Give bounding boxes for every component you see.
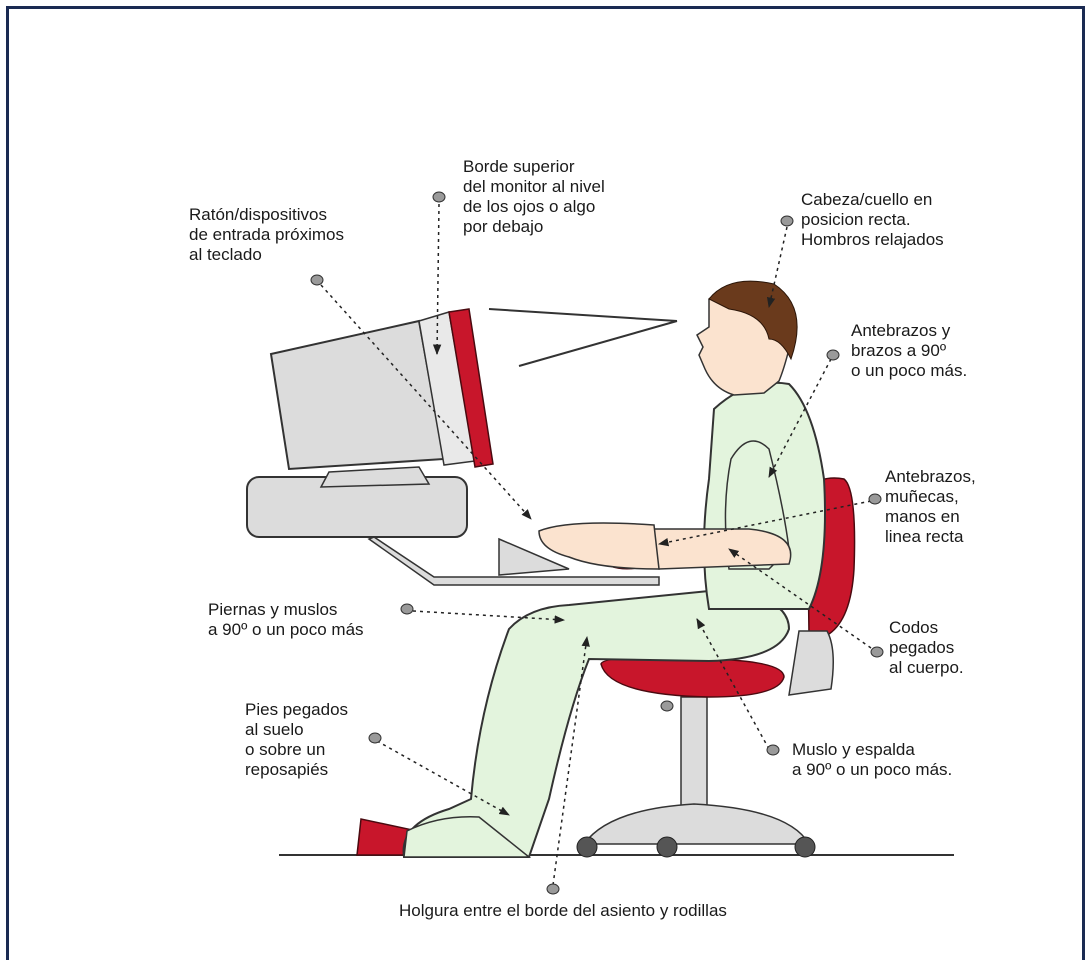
bullet-dot-icon [433, 192, 445, 202]
label-input-devices: Ratón/dispositivos de entrada próximos a… [189, 205, 344, 265]
bullet-dot-icon [311, 275, 323, 285]
bullet-dot-icon [781, 216, 793, 226]
monitor-stand [321, 467, 429, 487]
label-legs-angle: Piernas y muslos a 90º o un poco más [208, 600, 364, 640]
bullet-dot-icon [767, 745, 779, 755]
person-forearm [649, 529, 791, 569]
bullet-dot-icon [871, 647, 883, 657]
label-thigh-back: Muslo y espalda a 90º o un poco más. [792, 740, 952, 780]
monitor-body [271, 321, 444, 469]
label-head-neck: Cabeza/cuello en posicion recta. Hombros… [801, 190, 944, 250]
label-feet: Pies pegados al suelo o sobre un reposap… [245, 700, 348, 780]
bullet-dot-icon [869, 494, 881, 504]
sight-line-bottom [519, 321, 677, 366]
label-wrists: Antebrazos, muñecas, manos en linea rect… [885, 467, 976, 547]
chair-seat [601, 657, 784, 697]
label-monitor-height: Borde superior del monitor al nivel de l… [463, 157, 605, 237]
label-arms-angle: Antebrazos y brazos a 90º o un poco más. [851, 321, 967, 381]
bullet-dot-icon [827, 350, 839, 360]
person-hand [539, 523, 659, 569]
chair-base [584, 804, 809, 844]
chair-wheel [795, 837, 815, 857]
chair-back-support [789, 631, 833, 695]
bullet-dot-icon [661, 701, 673, 711]
chair-wheel [657, 837, 677, 857]
sight-line-top [489, 309, 677, 321]
label-elbows: Codos pegados al cuerpo. [889, 618, 964, 678]
bullet-dot-icon [547, 884, 559, 894]
bullet-dot-icon [369, 733, 381, 743]
chair-wheel [577, 837, 597, 857]
bullet-dot-icon [401, 604, 413, 614]
image-frame: Borde superior del monitor al nivel de l… [6, 6, 1085, 960]
label-seat-clearance: Holgura entre el borde del asiento y rod… [399, 901, 727, 921]
chair-column [681, 697, 707, 807]
